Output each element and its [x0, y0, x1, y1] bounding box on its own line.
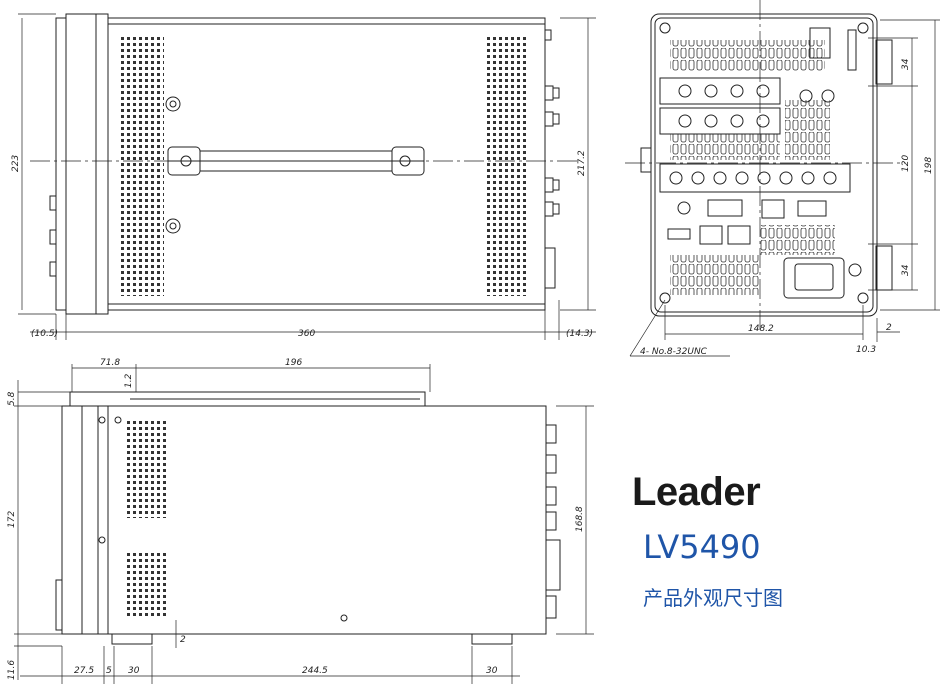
dim-side-height-right: 168.8: [575, 506, 585, 532]
dim-side-front-overhang: 27.5: [74, 666, 94, 676]
model-name: LV5490: [643, 528, 761, 566]
dim-rear-height: 198: [924, 157, 934, 174]
brand-logo: Leader: [632, 470, 761, 514]
dim-side-small: 1.2: [124, 373, 134, 388]
screw-note: 4- No.8-32UNC: [640, 347, 708, 357]
dim-side-offset: 71.8: [100, 358, 120, 368]
dim-side-foot-b: 30: [486, 666, 498, 676]
dim-side-bottom-height: 11.6: [7, 660, 17, 680]
dim-side-front-small: 5: [106, 666, 112, 676]
dim-top-right-offset: (14.3): [566, 329, 593, 339]
rear-view: [625, 0, 940, 357]
dim-rear-side: 10.3: [856, 345, 876, 355]
dim-side-top-step: 5.8: [7, 391, 17, 406]
dim-top-length: 360: [298, 329, 315, 339]
dim-side-height-left: 172: [7, 511, 17, 528]
dim-rear-bottom-gap: 34: [901, 264, 911, 276]
dim-side-foot-a: 30: [128, 666, 140, 676]
dim-top-left-offset: (10.5): [31, 329, 58, 339]
side-view: [14, 364, 594, 684]
dim-side-foot-gap: 2: [180, 635, 186, 645]
diagram-subtitle: 产品外观尺寸图: [643, 586, 783, 610]
dim-side-handle: 196: [285, 358, 302, 368]
dim-rear-width: 148.2: [748, 324, 774, 334]
dim-side-span: 244.5: [302, 666, 328, 676]
dim-rear-top-gap: 34: [901, 58, 911, 70]
dim-rear-hole-pitch: 120: [901, 155, 911, 172]
dim-top-height-left: 223: [11, 155, 21, 172]
dim-rear-edge: 2: [886, 323, 892, 333]
dim-top-height-right: 217.2: [577, 150, 587, 176]
top-view: [18, 13, 596, 340]
